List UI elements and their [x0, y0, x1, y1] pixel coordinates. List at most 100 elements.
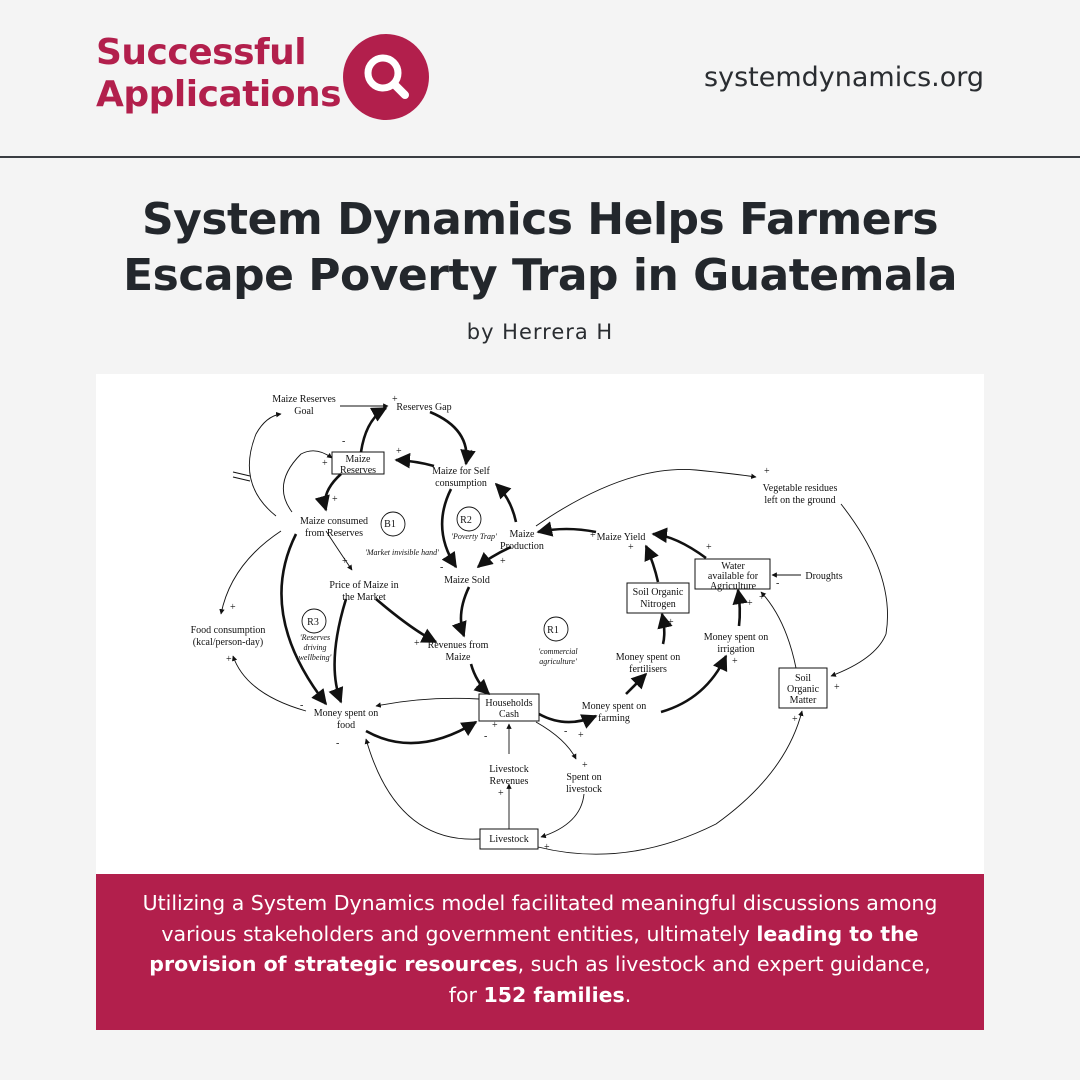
polarity-plus: + [230, 602, 236, 613]
link-livestock-to-money-food [364, 738, 481, 840]
link-consumed-loop [282, 450, 333, 513]
link-revenues-to-cash [469, 663, 491, 696]
link-consumed-to-reserves-delay [248, 411, 282, 517]
polarity-plus: + [500, 556, 506, 567]
brand-title: Successful Applications [96, 32, 342, 116]
polarity-plus: + [322, 458, 328, 469]
link-soil-matter-to-water [760, 591, 797, 669]
var-maize-yield: Maize Yield [597, 532, 646, 543]
polarity-plus: + [732, 656, 738, 667]
loop-r2-marker [456, 506, 482, 532]
polarity-plus: + [414, 638, 420, 649]
link-cash-to-money-food [375, 697, 480, 708]
loop-r2-name: 'Poverty Trap' [451, 532, 497, 541]
summary-caption: Utilizing a System Dynamics model facili… [96, 874, 984, 1030]
link-farming-to-irrigation [660, 654, 728, 714]
polarity-plus: + [834, 682, 840, 693]
box-maize-reserves [331, 451, 385, 475]
link-spent-to-livestock [540, 793, 585, 839]
delay-mark-1 [232, 471, 251, 477]
search-logo-icon [343, 34, 429, 120]
polarity-plus: + [342, 556, 348, 567]
box-households-cash [478, 693, 540, 722]
var-food-consumption: Food consumption(kcal/person-day) [191, 625, 266, 648]
polarity-plus: + [764, 466, 770, 477]
caption-bold-1: leading to the provision of strategic re… [149, 921, 919, 977]
polarity-plus: + [792, 714, 798, 725]
link-reserves-to-gap [359, 406, 388, 453]
link-nitrogen-to-yield [644, 544, 660, 583]
caption-text-1: Utilizing a System Dynamics model facili… [142, 891, 938, 946]
var-droughts: Droughts [805, 571, 842, 582]
polarity-plus: + [747, 598, 753, 609]
loop-b1-marker [380, 511, 406, 537]
caption-text-2: , such as livestock and expert guidance,… [448, 952, 931, 1007]
polarity-minus: - [300, 700, 303, 711]
polarity-minus: - [484, 731, 487, 742]
polarity-plus: + [578, 730, 584, 741]
link-maize-self-to-reserves [394, 452, 435, 469]
polarity-plus: + [628, 542, 634, 553]
link-vegetable-to-soil-matter [830, 503, 888, 677]
polarity-plus: + [544, 842, 550, 853]
loop-b1-name: 'Market invisible hand' [365, 548, 439, 557]
link-consumed-to-price [325, 530, 353, 571]
var-maize-sold: Maize Sold [444, 575, 490, 586]
link-production-to-vegetable [535, 469, 757, 527]
link-maize-self-to-sold [440, 488, 458, 569]
article-title: System Dynamics Helps Farmers Escape Pov… [0, 192, 1080, 304]
polarity-plus: + [636, 680, 642, 691]
polarity-plus: + [332, 494, 338, 505]
link-farming-to-fertilisers [625, 672, 648, 695]
link-fertilisers-to-nitrogen [657, 612, 673, 645]
polarity-plus: + [498, 788, 504, 799]
byline: by Herrera H [466, 320, 614, 344]
loop-r3-label: R3 [307, 617, 319, 628]
link-price-to-revenues [375, 598, 438, 644]
loop-r3-marker [301, 608, 327, 634]
link-production-to-maize-self [494, 482, 518, 523]
polarity-plus: + [706, 542, 712, 553]
polarity-plus: + [500, 484, 506, 495]
polarity-plus: + [226, 654, 232, 665]
var-reserves-gap: Reserves Gap [396, 402, 451, 413]
polarity-plus: + [759, 592, 765, 603]
polarity-minus: - [776, 578, 779, 589]
caption-bold-2: 152 families [483, 982, 625, 1007]
polarity-plus: + [582, 760, 588, 771]
link-yield-to-production [536, 521, 597, 537]
title-line-2: Escape Poverty Trap in Guatemala [123, 250, 957, 301]
site-url: systemdynamics.org [704, 62, 984, 93]
link-price-to-food [328, 598, 348, 704]
polarity-minus: - [342, 436, 345, 447]
link-water-to-yield [651, 527, 707, 560]
link-production-to-sold [476, 545, 512, 569]
link-cash-to-farming [538, 712, 598, 729]
box-soil-matter [778, 667, 828, 709]
brand-line-2: Applications [96, 74, 342, 115]
title-line-1: System Dynamics Helps Farmers [141, 194, 939, 245]
link-consumed-to-food [280, 533, 328, 706]
link-reserves-to-consumed [314, 473, 342, 512]
link-consumed-to-food-consumption [219, 530, 282, 615]
link-sold-to-revenues [451, 586, 471, 638]
polarity-plus: + [590, 530, 596, 541]
loop-b1-label: B1 [384, 519, 396, 530]
brand-line-1: Successful [96, 32, 307, 73]
link-food-to-cash [365, 720, 478, 745]
polarity-minus: - [564, 726, 567, 737]
